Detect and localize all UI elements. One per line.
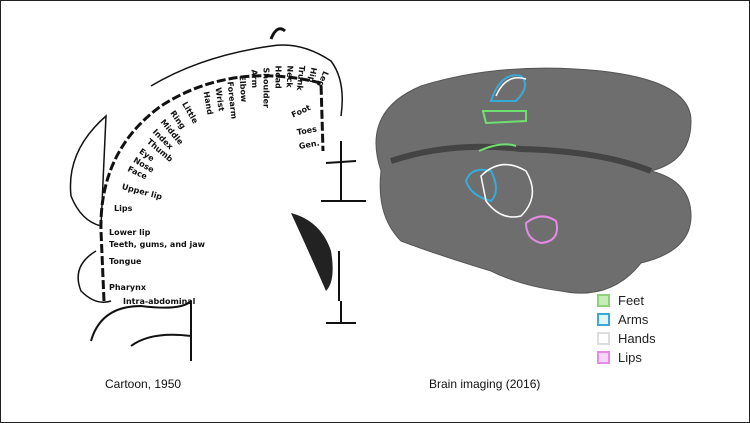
brainstem-outline: [90, 300, 192, 361]
cortex-arc: [99, 74, 325, 302]
legend-item-hands: Hands: [597, 329, 656, 348]
legend-item-arms: Arms: [597, 310, 656, 329]
legend-label: Hands: [618, 331, 656, 346]
label-arm: Arm: [249, 69, 260, 89]
hands-region-upper: [495, 77, 527, 97]
arms-region-upper: [489, 74, 526, 102]
legend: Feet Arms Hands Lips: [597, 291, 656, 367]
arms-swatch: [597, 313, 610, 326]
label-pharynx: Pharynx: [109, 283, 146, 292]
hands-swatch: [597, 332, 610, 345]
feet-swatch: [597, 294, 610, 307]
legend-item-lips: Lips: [597, 348, 656, 367]
legend-label: Arms: [618, 312, 649, 327]
label-tongue: Tongue: [109, 257, 142, 266]
brain-hemisphere: [375, 67, 692, 294]
ventricle-outline: [321, 141, 366, 202]
label-head: Head: [273, 65, 283, 89]
label-elbow: Elbow: [237, 75, 249, 103]
feet-region: [481, 110, 527, 125]
label-teeth-gums-and-jaw: Teeth, gums, and jaw: [109, 240, 206, 249]
lips-region: [524, 215, 558, 245]
ventricle-shape: [291, 213, 333, 291]
caption-brain-imaging: Brain imaging (2016): [429, 377, 541, 391]
label-lower-lip: Lower lip: [109, 228, 151, 237]
caption-cartoon: Cartoon, 1950: [105, 377, 182, 391]
midline-outline: [326, 251, 356, 324]
label-intra-abdominal: Intra-abdominal: [123, 297, 196, 306]
homunculus-body: [150, 44, 343, 117]
label-lips: Lips: [114, 204, 133, 213]
arms-region-lower: [464, 168, 497, 203]
sylvian-fissure: [390, 143, 653, 174]
homunculus-tongue: [77, 250, 112, 303]
homunculus-head: [269, 27, 286, 40]
legend-label: Lips: [618, 350, 642, 365]
lips-swatch: [597, 351, 610, 364]
feet-region-lower: [478, 143, 517, 152]
hands-region-lower: [480, 163, 534, 218]
legend-item-feet: Feet: [597, 291, 656, 310]
homunculus-face: [69, 114, 107, 227]
legend-label: Feet: [618, 293, 645, 308]
label-shoulder: Shoulder: [261, 67, 271, 109]
label-neck: Neck: [284, 65, 295, 88]
